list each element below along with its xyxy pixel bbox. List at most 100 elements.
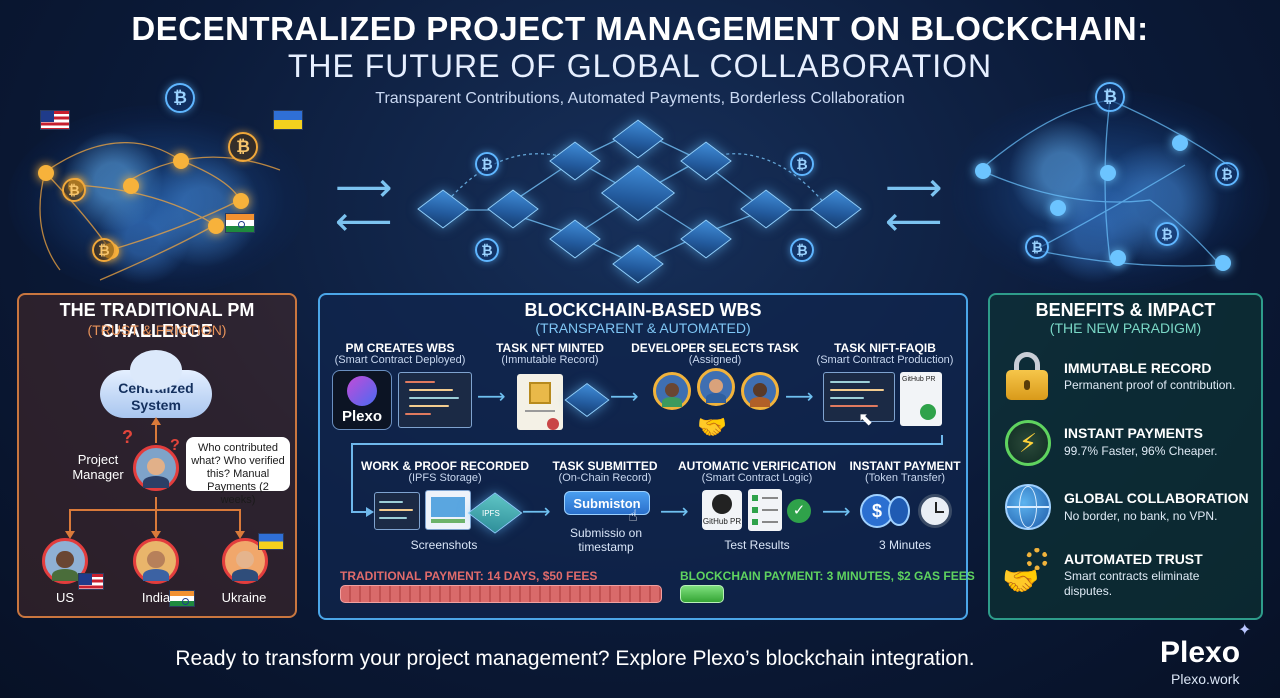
project-manager-avatar xyxy=(133,445,179,491)
github-pr-icon: GitHub PR xyxy=(702,490,742,530)
step-title: TASK SUBMITTED xyxy=(552,459,658,473)
question-mark-icon: ? xyxy=(170,437,180,454)
github-pr-label: GitHub PR xyxy=(902,376,936,383)
flow-arrow-icon: ⟶ xyxy=(785,386,814,408)
india-flag-icon xyxy=(225,213,255,233)
benefit-desc: Permanent proof of contribution. xyxy=(1064,378,1236,392)
step-caption: Screenshots xyxy=(410,538,478,552)
check-icon: ✓ xyxy=(787,499,811,523)
network-node xyxy=(233,193,249,209)
plexo-logo: Plexo xyxy=(332,370,392,430)
step-title: DEVELOPER SELECTS TASK xyxy=(631,341,799,355)
flow-arrow-icon: ⟶ xyxy=(822,501,851,523)
step-title: TASK NFT MINTED xyxy=(496,341,604,355)
india-flag-icon xyxy=(169,590,195,607)
github-pr-document-icon: GitHub PR xyxy=(900,372,942,426)
question-mark-icon: ? xyxy=(122,427,133,447)
bitcoin-icon: ₿ xyxy=(165,83,195,113)
globe-icon xyxy=(1005,484,1051,530)
network-node xyxy=(1110,250,1126,266)
benefit-title: IMMUTABLE RECORD xyxy=(1064,360,1212,376)
network-node xyxy=(38,165,54,181)
ukraine-flag-icon xyxy=(258,533,284,550)
checklist-icon xyxy=(748,489,782,531)
benefit-desc: 99.7% Faster, 96% Cheaper. xyxy=(1064,444,1218,458)
developer-avatar xyxy=(653,372,691,410)
benefit-desc: Smart contracts eliminate disputes. xyxy=(1064,569,1200,598)
step-title: WORK & PROOF RECORDED xyxy=(361,459,529,473)
member-label-us: US xyxy=(55,590,75,605)
lock-icon xyxy=(1006,352,1048,400)
benefit-title: AUTOMATED TRUST xyxy=(1064,551,1203,567)
github-pr-label: GitHub PR xyxy=(702,517,742,526)
project-manager-label: Project Manager xyxy=(72,452,124,482)
call-to-action: Ready to transform your project manageme… xyxy=(175,647,975,670)
bitcoin-icon: ₿ xyxy=(92,238,116,262)
step-subtitle: (IPFS Storage) xyxy=(408,472,482,484)
network-node xyxy=(1050,200,1066,216)
step-subtitle: (Assigned) xyxy=(688,354,742,366)
handshake-icon: 🤝 xyxy=(697,414,727,441)
network-node xyxy=(123,178,139,194)
step-title: TASK NIFT-FAQIB xyxy=(834,341,936,355)
traditional-payment-bar xyxy=(340,585,662,603)
panel-title: THE TRADITIONAL PM CHALLENGE xyxy=(59,300,255,341)
stopwatch-icon xyxy=(918,494,952,528)
page-title: DECENTRALIZED PROJECT MANAGEMENT ON BLOC… xyxy=(131,10,1149,47)
plexo-logo-mark xyxy=(347,376,377,406)
page-subtitle: Transparent Contributions, Automated Pay… xyxy=(375,90,905,107)
world-map-left xyxy=(8,105,308,295)
page-title-line2: THE FUTURE OF GLOBAL COLLABORATION xyxy=(287,48,993,84)
step-title: AUTOMATIC VERIFICATION xyxy=(678,459,836,473)
panel-title: BENEFITS & IMPACT xyxy=(1035,300,1216,320)
panel-subtitle: (THE NEW PARADIGM) xyxy=(1049,320,1202,336)
step-title: PM CREATES WBS xyxy=(345,341,455,355)
benefit-title: GLOBAL COLLABORATION xyxy=(1064,490,1249,506)
step-title: INSTANT PAYMENT xyxy=(849,459,961,473)
step-subtitle: (On-Chain Record) xyxy=(558,472,652,484)
nft-certificate-icon xyxy=(517,374,563,430)
panel-subtitle: (TRANSPARENT & AUTOMATED) xyxy=(535,320,751,336)
developer-avatar xyxy=(697,368,735,406)
smart-contract-screen-icon xyxy=(823,372,895,422)
handshake-gear-icon: 🤝 xyxy=(1002,548,1052,598)
cursor-icon: ⬉ xyxy=(858,409,874,429)
step-caption: Submissio on timestamp xyxy=(569,526,643,554)
network-node xyxy=(173,153,189,169)
cursor-hand-icon: ☝ xyxy=(628,508,638,525)
us-flag-icon xyxy=(40,110,70,130)
plexo-url: Plexo.work xyxy=(1171,671,1240,687)
developer-avatar xyxy=(741,372,779,410)
flow-arrow-icon: ⟶ xyxy=(610,386,639,408)
step-caption: Test Results xyxy=(724,538,790,552)
bitcoin-icon: ₿ xyxy=(1155,222,1179,246)
member-label-ukraine: Ukraine xyxy=(221,590,267,605)
panel-title: BLOCKCHAIN-BASED WBS xyxy=(524,300,762,320)
ipfs-label: IPFS xyxy=(482,509,500,518)
network-node xyxy=(1172,135,1188,151)
network-node xyxy=(1215,255,1231,271)
member-avatar-india xyxy=(133,538,179,584)
submit-button[interactable]: Submiston xyxy=(564,491,650,515)
screenshot-icon xyxy=(425,490,471,530)
blockchain-payment-bar xyxy=(680,585,724,603)
bitcoin-icon: ₿ xyxy=(475,238,499,262)
bitcoin-icon: ₿ xyxy=(1095,82,1125,112)
ukraine-flag-icon xyxy=(273,110,303,130)
network-node xyxy=(975,163,991,179)
sparkle-icon: ✦ xyxy=(1238,622,1252,639)
benefit-desc: No border, no bank, no VPN. xyxy=(1064,509,1218,523)
bitcoin-icon: ₿ xyxy=(790,238,814,262)
flow-arrow-icon: ⟶ xyxy=(522,501,551,523)
step-subtitle: (Immutable Record) xyxy=(501,354,599,366)
bitcoin-icon: ₿ xyxy=(790,152,814,176)
step-caption: 3 Minutes xyxy=(878,538,932,552)
plexo-brand-logo: Plexo xyxy=(1160,636,1241,669)
flow-arrow-icon: ⟶ xyxy=(477,386,506,408)
blockchain-wbs-panel xyxy=(318,293,968,620)
bitcoin-icon: ₿ xyxy=(1025,235,1049,259)
network-node xyxy=(1100,165,1116,181)
bitcoin-icon: ₿ xyxy=(62,178,86,202)
code-editor-icon xyxy=(398,372,472,428)
arrow-left-icon: ⟵ xyxy=(885,200,943,244)
